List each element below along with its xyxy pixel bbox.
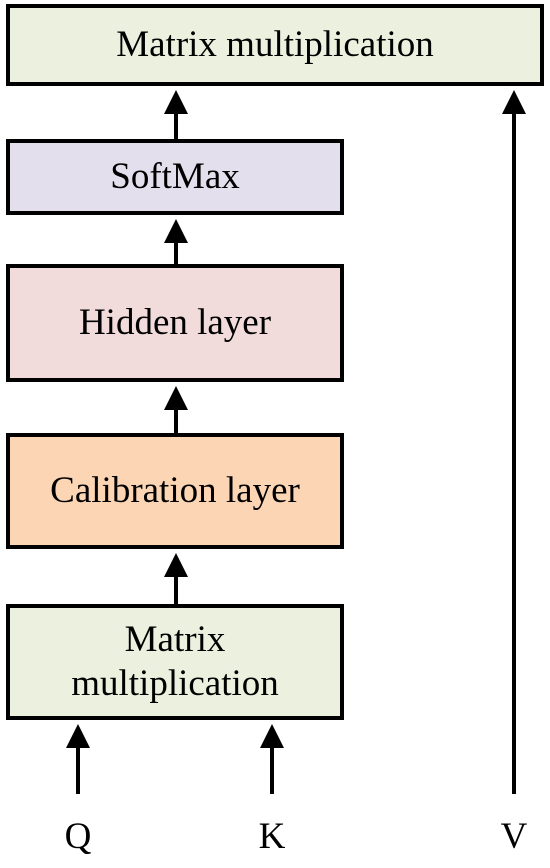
- bottom-matrix-multiplication-box: Matrix multiplication: [6, 604, 344, 720]
- top-matrix-multiplication-box: Matrix multiplication: [6, 4, 544, 86]
- input-q-label: Q: [64, 816, 92, 857]
- calibration-layer-box: Calibration layer: [6, 433, 344, 549]
- top-matrix-multiplication-label: Matrix multiplication: [116, 23, 434, 65]
- softmax-box: SoftMax: [6, 139, 344, 215]
- input-v-label: V: [500, 816, 528, 857]
- softmax-label: SoftMax: [110, 155, 240, 197]
- hidden-layer-label: Hidden layer: [78, 301, 272, 343]
- calibration-layer-label: Calibration layer: [50, 469, 300, 511]
- input-k-label: K: [258, 816, 286, 857]
- bottom-matrix-multiplication-label: Matrix multiplication: [71, 618, 279, 704]
- hidden-layer-box: Hidden layer: [6, 264, 344, 382]
